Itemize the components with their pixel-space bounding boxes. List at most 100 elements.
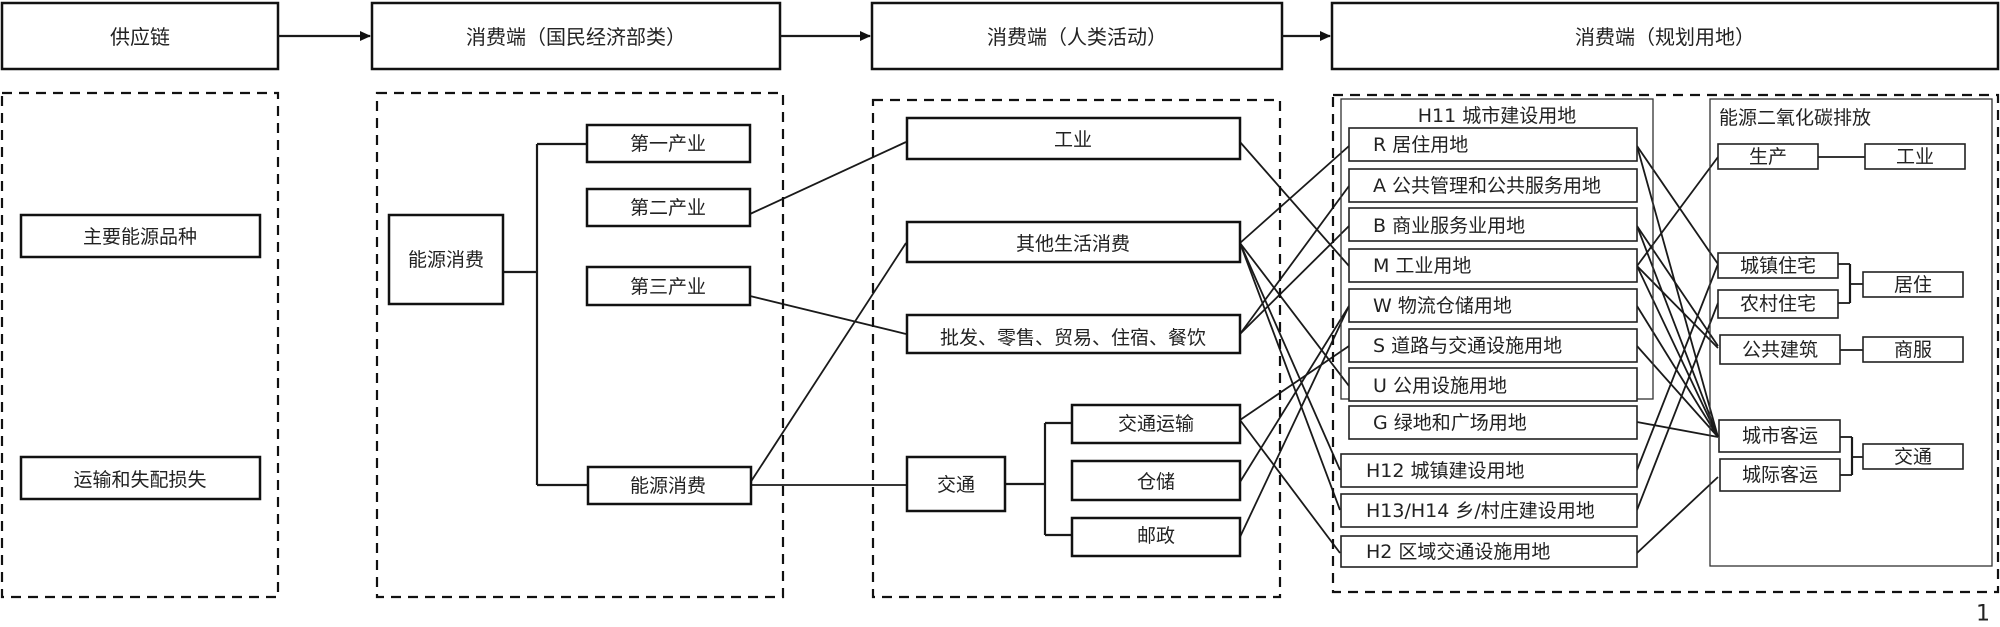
sector-tree-lines [503,142,588,487]
node-label: 仓储 [1137,471,1175,493]
node-label: 工业 [1054,129,1092,151]
node-label: 运输和失配损失 [73,469,206,491]
node-label: 批发、零售、贸易、住宿、餐饮 [940,327,1206,349]
node-energy-types: 主要能源品种 [19,213,262,259]
node-label: 能源消费 [630,475,706,497]
emission-intercity-passenger: 城际客运 [1719,458,1841,492]
node-label: H13/H14 乡/村庄建设用地 [1366,500,1595,522]
link-R-to-urban-housing [1636,145,1719,265]
stage-header-label: 消费端（国民经济部类） [466,25,686,49]
link-wholesale-to-A [1239,185,1350,335]
group-consumer-landuse [1331,93,2000,594]
emission-urban-passenger: 城市客运 [1718,419,1841,453]
stage-header-consumer-sector: 消费端（国民经济部类） [370,1,782,71]
emission-residential: 居住 [1862,271,1964,298]
group-supply-chain [0,91,280,599]
node-label: 工业 [1896,146,1934,168]
emission-commercial: 商服 [1862,336,1964,363]
node-label: 主要能源品种 [83,226,197,248]
link-other-living-to-R [1239,145,1350,244]
landuse-M: M 工业用地 [1348,248,1638,283]
link-transportation-to-H2 [1239,419,1341,554]
node-label: R 居住用地 [1373,134,1468,156]
node-activity-transportation: 交通运输 [1070,403,1242,445]
emission-public-building: 公共建筑 [1719,334,1841,365]
emission-rural-housing: 农村住宅 [1717,289,1839,319]
node-label: 公共建筑 [1742,339,1818,361]
group-consumer-activity [871,98,1282,599]
stage-header-label: 供应链 [110,25,170,49]
link-S-to-urban-passenger [1636,345,1719,438]
link-B-to-urban-passenger [1636,225,1719,438]
link-H2-to-intercity-passenger [1636,476,1719,554]
node-label: 商服 [1894,339,1932,361]
node-sector-root: 能源消费 [387,213,505,306]
node-label: 其他生活消费 [1016,233,1130,255]
link-industry-to-M [1239,141,1350,267]
node-tertiary-industry: 第三产业 [585,265,752,307]
node-label: B 商业服务业用地 [1373,215,1525,237]
link-energy-to-other-living [749,242,907,484]
node-label: U 公用设施用地 [1373,375,1507,397]
node-activity-industry: 工业 [905,116,1242,161]
node-secondary-industry: 第二产业 [585,187,752,228]
landuse-H2: H2 区域交通设施用地 [1340,535,1638,568]
emission-urban-housing: 城镇住宅 [1717,252,1839,279]
landuse-W: W 物流仓储用地 [1348,288,1638,323]
node-activity-storage: 仓储 [1070,459,1242,502]
group-consumer-sector [375,91,785,599]
link-tertiary-to-wholesale [749,295,907,335]
landuse-B: B 商业服务业用地 [1348,207,1638,242]
node-label: H2 区域交通设施用地 [1366,541,1550,563]
link-other-living-to-U [1239,242,1350,387]
link-M-to-urban-passenger [1636,265,1719,438]
landuse-H13-H14: H13/H14 乡/村庄建设用地 [1340,493,1638,528]
landuse-H12: H12 城镇建设用地 [1340,453,1638,488]
link-wholesale-to-B [1239,225,1350,335]
node-label: 交通运输 [1118,413,1194,435]
node-primary-industry: 第一产业 [585,123,752,164]
node-label: 居住 [1894,274,1932,296]
stage-header-label: 消费端（规划用地） [1575,25,1755,49]
node-activity-transport: 交通 [905,455,1007,513]
stage-header-consumer-activity: 消费端（人类活动） [870,1,1284,71]
link-M-to-public-building [1636,265,1719,349]
link-R-to-urban-passenger [1636,145,1719,438]
landuse-R: R 居住用地 [1348,127,1638,162]
stage-header-label: 消费端（人类活动） [987,25,1167,49]
node-energy-consumption: 能源消费 [586,465,753,506]
landuse-G: G 绿地和广场用地 [1348,405,1638,440]
emission-title: 能源二氧化碳排放 [1719,107,1871,129]
stage-header-consumer-landuse: 消费端（规划用地） [1330,1,2000,71]
landuse-A: A 公共管理和公共服务用地 [1348,168,1638,203]
node-activity-other-living: 其他生活消费 [905,220,1242,264]
link-other-living-to-H12 [1239,242,1341,471]
node-label: 第一产业 [630,133,706,155]
node-label: 第三产业 [630,276,706,298]
link-other-living-to-H13 [1239,242,1341,511]
emission-tree-lines [1818,156,1865,476]
emission-industry: 工业 [1864,143,1966,170]
link-G-to-urban-passenger [1636,421,1719,438]
node-label: 邮政 [1137,525,1175,547]
emission-transport: 交通 [1862,443,1964,470]
node-label: 城际客运 [1742,464,1818,486]
node-label: 城镇住宅 [1740,255,1816,277]
landuse-S: S 道路与交通设施用地 [1348,328,1638,363]
link-secondary-to-industry [749,141,907,215]
landuse-U: U 公用设施用地 [1348,367,1638,402]
node-label: S 道路与交通设施用地 [1373,335,1562,357]
link-transportation-to-S [1239,345,1350,421]
node-activity-postal: 邮政 [1070,516,1242,558]
node-transmission-loss: 运输和失配损失 [19,455,262,501]
node-label: 交通 [937,474,975,496]
node-label: G 绿地和广场用地 [1373,412,1527,434]
emission-production: 生产 [1717,143,1819,170]
node-label: M 工业用地 [1373,255,1471,277]
node-label: 能源消费 [408,249,484,271]
link-postal-to-W [1239,305,1350,538]
link-storage-to-W [1239,305,1350,483]
connection-lines [749,141,1719,554]
link-H13-to-rural-housing [1636,302,1719,511]
